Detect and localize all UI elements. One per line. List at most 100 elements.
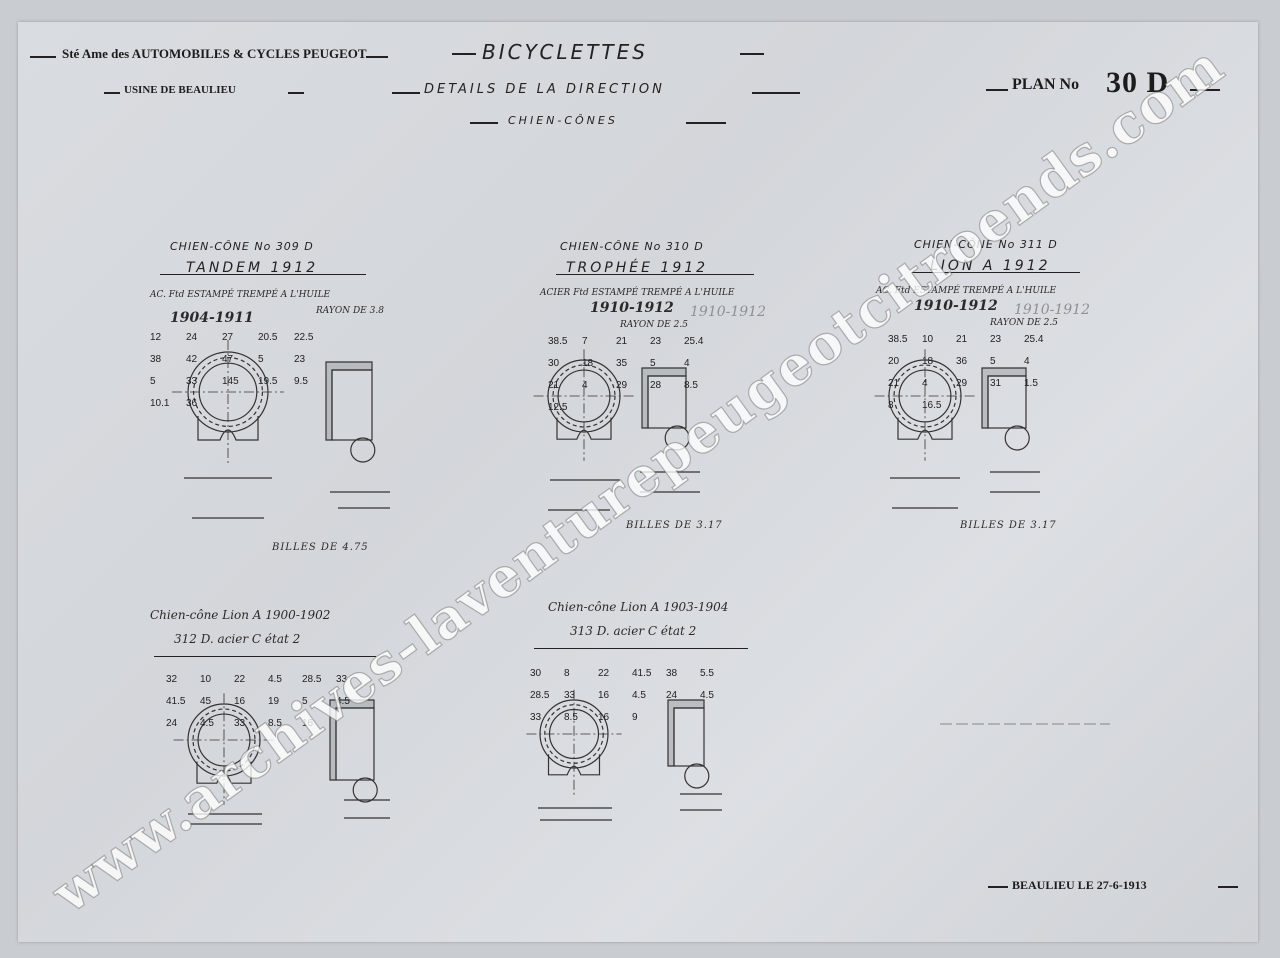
part-311-dim-13: 31 [990, 378, 1002, 389]
part-311-dim-3: 23 [990, 334, 1002, 345]
part-311-years-faded: 1910-1912 [1014, 302, 1090, 318]
lower-313-dim-1: 8 [564, 668, 570, 679]
part-311-dim-7: 36 [956, 356, 968, 367]
lower-313-line1: Chien-cône Lion A 1903-1904 [548, 600, 729, 614]
part-309-material: AC. Ftd ESTAMPÉ TREMPÉ A L'HUILE [150, 290, 331, 300]
lower-312-dim-11: 4.5 [336, 696, 350, 707]
part-310-dim-4: 25.4 [684, 336, 704, 347]
lower-313-dim-4: 38 [666, 668, 678, 679]
part-309-dim-14: 9.5 [294, 376, 308, 387]
part-310-dim-10: 21 [548, 380, 560, 391]
factory-rule-right [288, 92, 304, 94]
lower-312-dim-15: 8.5 [268, 718, 282, 729]
part-311-dim-5: 20 [888, 356, 900, 367]
part-311-dim-9: 4 [1024, 356, 1030, 367]
part-310-name: CHIEN-CÔNE No 310 D [560, 240, 704, 253]
part-310-dim-14: 8.5 [684, 380, 698, 391]
lower-313-dim-12: 33 [530, 712, 542, 723]
lower-313-dim-11: 4.5 [700, 690, 714, 701]
lower-312-line2: 312 D. acier C état 2 [174, 632, 301, 646]
part-309-dim-8: 5 [258, 354, 264, 365]
part-310-dim-11: 4 [582, 380, 588, 391]
part-311-underline [912, 272, 1080, 273]
part-309-dim-6: 42 [186, 354, 198, 365]
part-309-dim-12: 145 [222, 376, 239, 387]
title-rule-right [740, 53, 764, 55]
part-311-radius: RAYON DE 2.5 [990, 318, 1058, 328]
part-309-years: 1904-1911 [170, 310, 254, 326]
lower-312-dim-2: 22 [234, 674, 246, 685]
part-309-dim-1: 24 [186, 332, 198, 343]
part-309-balls: BILLES DE 4.75 [272, 542, 369, 553]
lower-312-dimlines [188, 799, 390, 825]
part-311-dimlines [890, 471, 1040, 509]
part-310-dim-0: 38.5 [548, 336, 568, 347]
part-310-dim-8: 5 [650, 358, 656, 369]
part-311-name: CHIEN-CÔNE No 311 D [914, 238, 1058, 251]
part-309-dim-10: 5 [150, 376, 156, 387]
part-309-dim-4: 22.5 [294, 332, 314, 343]
lower-312-dim-6: 41.5 [166, 696, 186, 707]
part-310-dim-7: 35 [616, 358, 628, 369]
part-311-dim-16: 16.5 [922, 400, 942, 411]
part-311-dim-15: 8 [888, 400, 894, 411]
part-310-dim-5: 30 [548, 358, 560, 369]
part-311-dim-8: 5 [990, 356, 996, 367]
lower-312-body [335, 707, 375, 781]
part-309-name: CHIEN-CÔNE No 309 D [170, 240, 314, 253]
part-311-material: AC. Ftd ESTAMPÉ TREMPÉ A L'HUILE [876, 286, 1057, 296]
lower-312-dim-13: 4.5 [200, 718, 214, 729]
part-309-dim-13: 19.5 [258, 376, 278, 387]
part-309-dim-16: 36 [186, 398, 198, 409]
part-310-dim-13: 28 [650, 380, 662, 391]
plan-label: PLAN No [1012, 76, 1080, 93]
lower-313-dim-6: 28.5 [530, 690, 550, 701]
subtitle: DETAILS DE LA DIRECTION [424, 82, 665, 97]
lower-312-dim-8: 16 [234, 696, 246, 707]
part-310-radius: RAYON DE 2.5 [620, 320, 688, 330]
part-311-ball-hole [1004, 425, 1030, 451]
lower-313-body [673, 707, 705, 767]
part-311-dim-2: 21 [956, 334, 968, 345]
part-310-dim-1: 7 [582, 336, 588, 347]
lower-313-dim-7: 33 [564, 690, 576, 701]
part-310-dim-2: 21 [616, 336, 628, 347]
part-309-underline [160, 274, 366, 275]
lower-312-rule [154, 656, 376, 657]
part-311-dim-10: 21 [888, 378, 900, 389]
plan-rule-right [1190, 89, 1220, 91]
subtitle-rule-right [752, 92, 800, 94]
lower-313-dim-8: 16 [598, 690, 610, 701]
footer-date: BEAULIEU LE 27-6-1913 [1012, 878, 1147, 892]
factory-name: USINE DE BEAULIEU [124, 84, 236, 96]
company-rule-right [366, 56, 388, 58]
lower-313-dim-10: 24 [666, 690, 678, 701]
part-311-dim-11: 4 [922, 378, 928, 389]
company-rule-left [30, 56, 56, 58]
lower-313-dim-3: 41.5 [632, 668, 652, 679]
part-309-body [331, 369, 373, 441]
subsubtitle: CHIEN-CÔNES [508, 114, 618, 127]
part-309-section [325, 361, 373, 441]
lower-313-dim-5: 5.5 [700, 668, 714, 679]
part-309-model: TANDEM 1912 [186, 260, 319, 276]
part-309-ball-hole [350, 437, 376, 463]
subsubtitle-rule-left [470, 122, 498, 124]
lower-312-dim-7: 45 [200, 696, 212, 707]
plan-number: 30 D [1106, 66, 1170, 99]
part-309-dimlines [184, 477, 390, 519]
title: BICYCLETTES [482, 40, 648, 64]
lower-312-dim-5: 33 [336, 674, 348, 685]
part-309-dim-3: 20.5 [258, 332, 278, 343]
part-310-balls: BILLES DE 3.17 [626, 520, 723, 531]
part-310-dim-12: 29 [616, 380, 628, 391]
part-310-dim-6: 18 [582, 358, 594, 369]
part-309-dim-9: 23 [294, 354, 306, 365]
part-309-dim-15: 10.1 [150, 398, 170, 409]
part-310-years-faded: 1910-1912 [690, 304, 766, 320]
lower-312-dim-12: 24 [166, 718, 178, 729]
part-311-dim-1: 10 [922, 334, 934, 345]
part-309-dim-11: 33 [186, 376, 198, 387]
subsubtitle-rule-right [686, 122, 726, 124]
footer-rule-left [988, 886, 1008, 888]
